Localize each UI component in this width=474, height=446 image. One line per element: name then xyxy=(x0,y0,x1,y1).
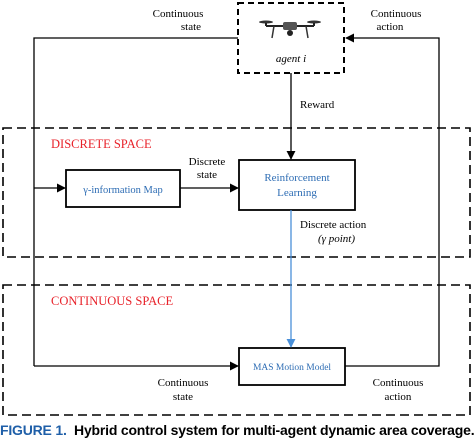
continuous-space-region xyxy=(2,284,471,416)
figure-caption: FIGURE 1. Hybrid control system for mult… xyxy=(0,422,474,444)
figure-caption-text: Hybrid control system for multi-agent dy… xyxy=(74,422,474,438)
discrete-state-label-1: Discrete xyxy=(189,156,226,168)
continuous-state-top-line xyxy=(33,37,238,366)
agent-label: agent i xyxy=(276,53,306,65)
discrete-state-label-2: state xyxy=(197,169,217,181)
continuous-state-top-label-2: state xyxy=(181,21,201,33)
continuous-action-bottom-label-2: action xyxy=(385,391,412,403)
agent-box xyxy=(237,2,345,74)
reinforcement-learning-box xyxy=(238,159,356,211)
continuous-space-title: CONTINUOUS SPACE xyxy=(51,294,173,308)
mas-label: MAS Motion Model xyxy=(253,363,331,373)
continuous-state-bottom-label-2: state xyxy=(173,391,193,403)
information-map-box xyxy=(65,169,181,208)
continuous-state-bottom-label-1: Continuous xyxy=(158,377,209,389)
continuous-action-top-label-2: action xyxy=(377,21,404,33)
discrete-space-title: DISCRETE SPACE xyxy=(51,137,152,151)
drone-icon xyxy=(259,20,321,39)
information-map-label: γ-information Map xyxy=(82,185,163,196)
figure-number: FIGURE 1. xyxy=(0,422,67,438)
continuous-action-line xyxy=(345,33,440,367)
discrete-action-label-1: Discrete action xyxy=(300,219,367,231)
rl-label-line2: Learning xyxy=(277,187,317,199)
discrete-space-region xyxy=(2,127,471,258)
reward-label: Reward xyxy=(300,99,335,111)
continuous-action-top-label-1: Continuous xyxy=(371,8,422,20)
discrete-action-label-2: (γ point) xyxy=(318,233,355,245)
rl-label-line1: Reinforcement xyxy=(264,172,329,184)
continuous-state-top-label-1: Continuous xyxy=(153,8,204,20)
continuous-action-bottom-label-1: Continuous xyxy=(373,377,424,389)
